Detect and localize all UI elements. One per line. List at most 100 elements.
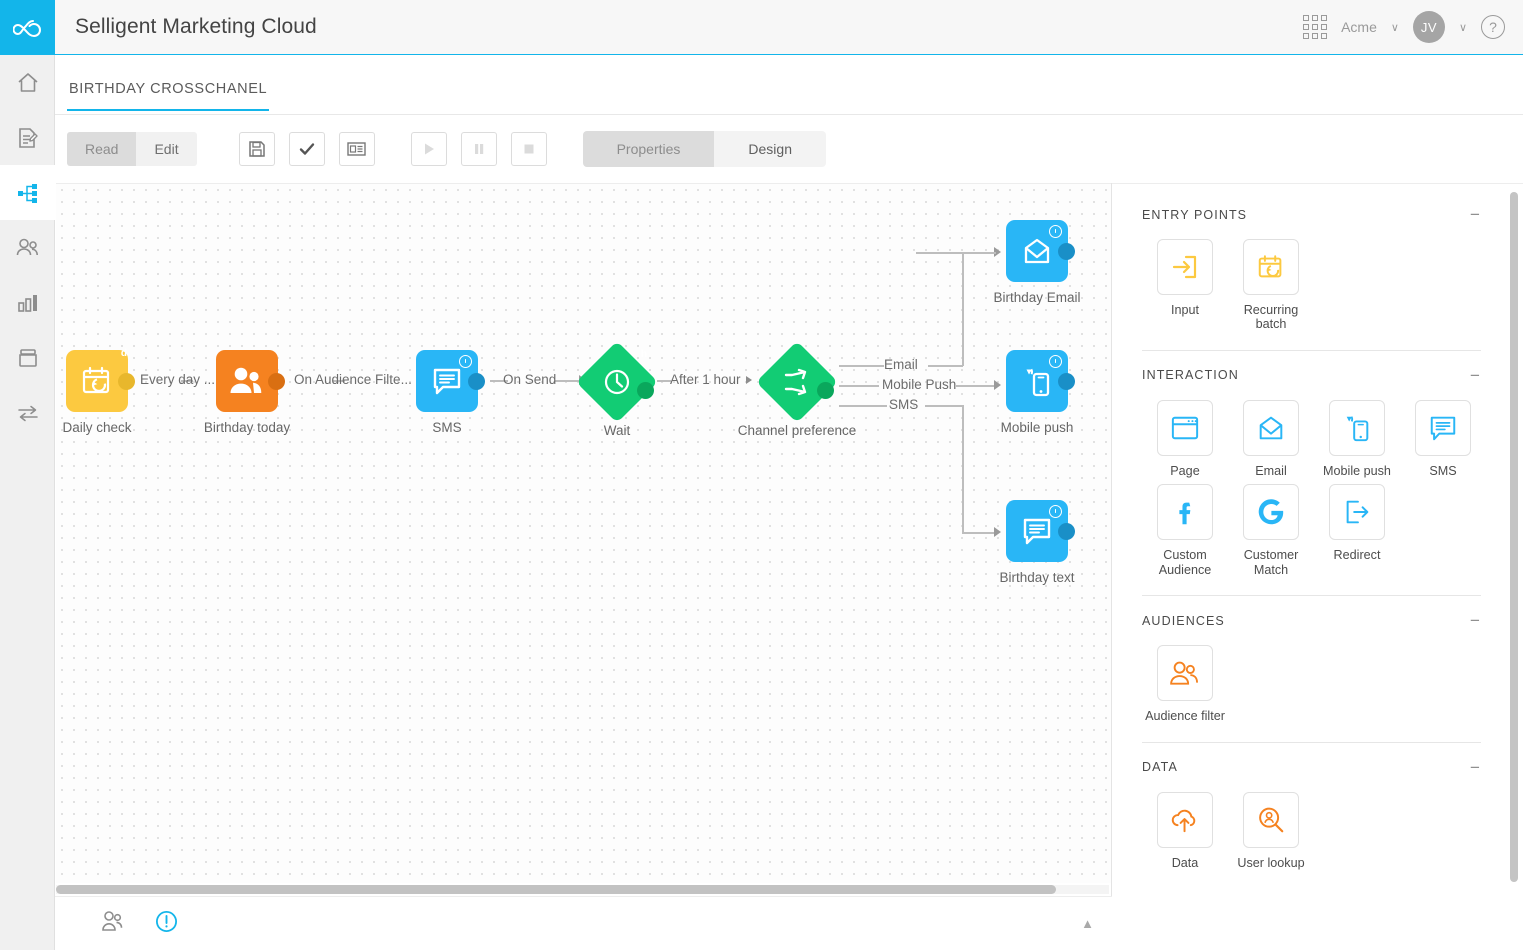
edge-line	[839, 385, 879, 387]
scheduled-clock-badge-icon	[459, 355, 472, 368]
edge-label: Every day ...	[140, 372, 216, 387]
palette-section-header: DATA −	[1142, 759, 1493, 786]
app-grid-icon[interactable]	[1303, 15, 1328, 39]
node-output-port[interactable]	[1058, 242, 1075, 260]
node-birthday-text[interactable]: Birthday text	[999, 500, 1075, 585]
palette-item-label: Data	[1171, 855, 1199, 870]
node-output-port[interactable]	[637, 382, 654, 399]
validate-button[interactable]	[288, 132, 325, 166]
node-sms[interactable]: SMS	[416, 350, 485, 435]
audience-count-button[interactable]	[101, 910, 127, 937]
palette-section-header: AUDIENCES −	[1142, 612, 1493, 639]
sidebar-item-home[interactable]	[0, 55, 55, 110]
node-label: Mobile push	[1000, 420, 1074, 435]
edge-line	[962, 252, 964, 366]
split-icon	[784, 368, 807, 396]
palette-item-audience-filter[interactable]: Audience filter	[1142, 639, 1228, 723]
sidebar-item-analytics[interactable]	[0, 275, 55, 330]
palette-item-icon-box	[1329, 484, 1385, 541]
palette-item-icon-box	[1243, 791, 1299, 848]
edge-line	[555, 380, 579, 382]
collapse-toggle[interactable]: −	[1469, 611, 1481, 631]
tab-birthday-crosschanel[interactable]: BIRTHDAY CROSSCHANEL	[67, 81, 270, 111]
app-logo[interactable]	[0, 0, 55, 55]
app-header: Selligent Marketing Cloud Acme ∨ JV ∨ ?	[55, 0, 1523, 55]
sms-icon	[1023, 518, 1051, 545]
palette-item-data[interactable]: Data	[1142, 786, 1228, 870]
node-output-port[interactable]	[817, 382, 834, 399]
node-output-port[interactable]	[118, 372, 135, 390]
pause-button[interactable]	[460, 132, 497, 166]
play-icon	[424, 143, 434, 155]
play-button[interactable]	[410, 132, 447, 166]
email-icon	[1259, 416, 1283, 440]
warnings-button[interactable]	[155, 910, 178, 938]
left-nav-rail	[0, 0, 55, 950]
node-output-port[interactable]	[468, 372, 485, 390]
avatar[interactable]: JV	[1412, 11, 1445, 43]
palette-section-items: Page Email	[1142, 394, 1493, 577]
edge-label: On Audience Filte...	[294, 372, 412, 387]
palette-item-user-lookup[interactable]: User lookup	[1228, 786, 1314, 870]
journey-icon	[17, 183, 37, 203]
report-icon	[347, 142, 366, 156]
palette-item-redirect[interactable]: Redirect	[1314, 478, 1400, 577]
node-daily-check[interactable]: d Daily check	[62, 348, 135, 435]
edge-line	[657, 380, 671, 382]
report-button[interactable]	[338, 132, 375, 166]
chevron-up-icon[interactable]: ▲	[1081, 916, 1094, 931]
node-channel-preference[interactable]: Channel preference	[738, 340, 856, 438]
palette-item-recurring-batch[interactable]: Recurring batch	[1228, 233, 1314, 332]
edge-line	[490, 380, 508, 382]
collapse-toggle[interactable]: −	[1469, 757, 1481, 777]
palette-section-items: Data User lookup	[1142, 786, 1493, 870]
sidebar-item-journeys[interactable]	[0, 165, 55, 220]
google-icon	[1258, 499, 1284, 525]
redirect-icon	[1346, 501, 1369, 524]
journey-canvas[interactable]: d Daily check Birthday today	[56, 183, 1111, 883]
palette-item-input[interactable]: Input	[1142, 233, 1228, 332]
edit-mode-button[interactable]: Edit	[136, 132, 197, 166]
palette-item-custom-audience[interactable]: Custom Audience	[1142, 478, 1228, 577]
edge-label: SMS	[889, 397, 919, 412]
palette-item-page[interactable]: Page	[1142, 394, 1228, 478]
node-output-port[interactable]	[268, 372, 285, 390]
chevron-down-icon[interactable]: ∨	[1390, 21, 1399, 34]
palette-item-mobile-push[interactable]: Mobile push	[1314, 394, 1400, 478]
node-birthday-today[interactable]: Birthday today	[204, 350, 290, 435]
view-toggle: Properties Design	[582, 131, 826, 167]
palette-item-sms[interactable]: SMS	[1400, 394, 1486, 478]
palette-item-email[interactable]: Email	[1228, 394, 1314, 478]
sidebar-item-library[interactable]	[0, 330, 55, 385]
collapse-toggle[interactable]: −	[1469, 205, 1481, 224]
palette-scrollbar[interactable]	[1510, 192, 1518, 882]
mobile-push-icon	[1346, 416, 1369, 442]
edge-line	[928, 365, 963, 367]
palette-item-customer-match[interactable]: Customer Match	[1228, 478, 1314, 577]
sidebar-item-audiences[interactable]	[0, 220, 55, 275]
account-selector[interactable]: Acme	[1341, 19, 1377, 35]
input-arrow-icon	[1172, 255, 1197, 279]
chevron-down-icon[interactable]: ∨	[1458, 21, 1467, 34]
canvas-horizontal-scrollbar[interactable]	[56, 885, 1109, 894]
read-mode-button[interactable]: Read	[67, 132, 137, 166]
toolbar: Read Edit	[55, 116, 1523, 182]
content-icon	[18, 127, 38, 148]
sidebar-item-content[interactable]	[0, 110, 55, 165]
tab-design[interactable]: Design	[714, 131, 826, 167]
node-wait[interactable]: h Wait	[575, 340, 659, 438]
save-button[interactable]	[238, 132, 275, 166]
divider	[1142, 741, 1481, 743]
sidebar-item-exchange[interactable]	[0, 385, 55, 440]
palette-section-items: Input Recurring batch	[1142, 233, 1493, 332]
node-output-port[interactable]	[1058, 522, 1075, 540]
tab-properties[interactable]: Properties	[582, 131, 715, 167]
palette-item-icon-box	[1243, 484, 1299, 541]
node-output-port[interactable]	[1058, 372, 1075, 390]
help-icon[interactable]: ?	[1481, 15, 1505, 39]
node-birthday-email[interactable]: Birthday Email	[993, 220, 1081, 305]
node-mobile-push[interactable]: Mobile push	[1001, 350, 1075, 435]
audience-filter-icon	[230, 367, 262, 393]
collapse-toggle[interactable]: −	[1469, 365, 1481, 385]
stop-button[interactable]	[510, 132, 547, 166]
